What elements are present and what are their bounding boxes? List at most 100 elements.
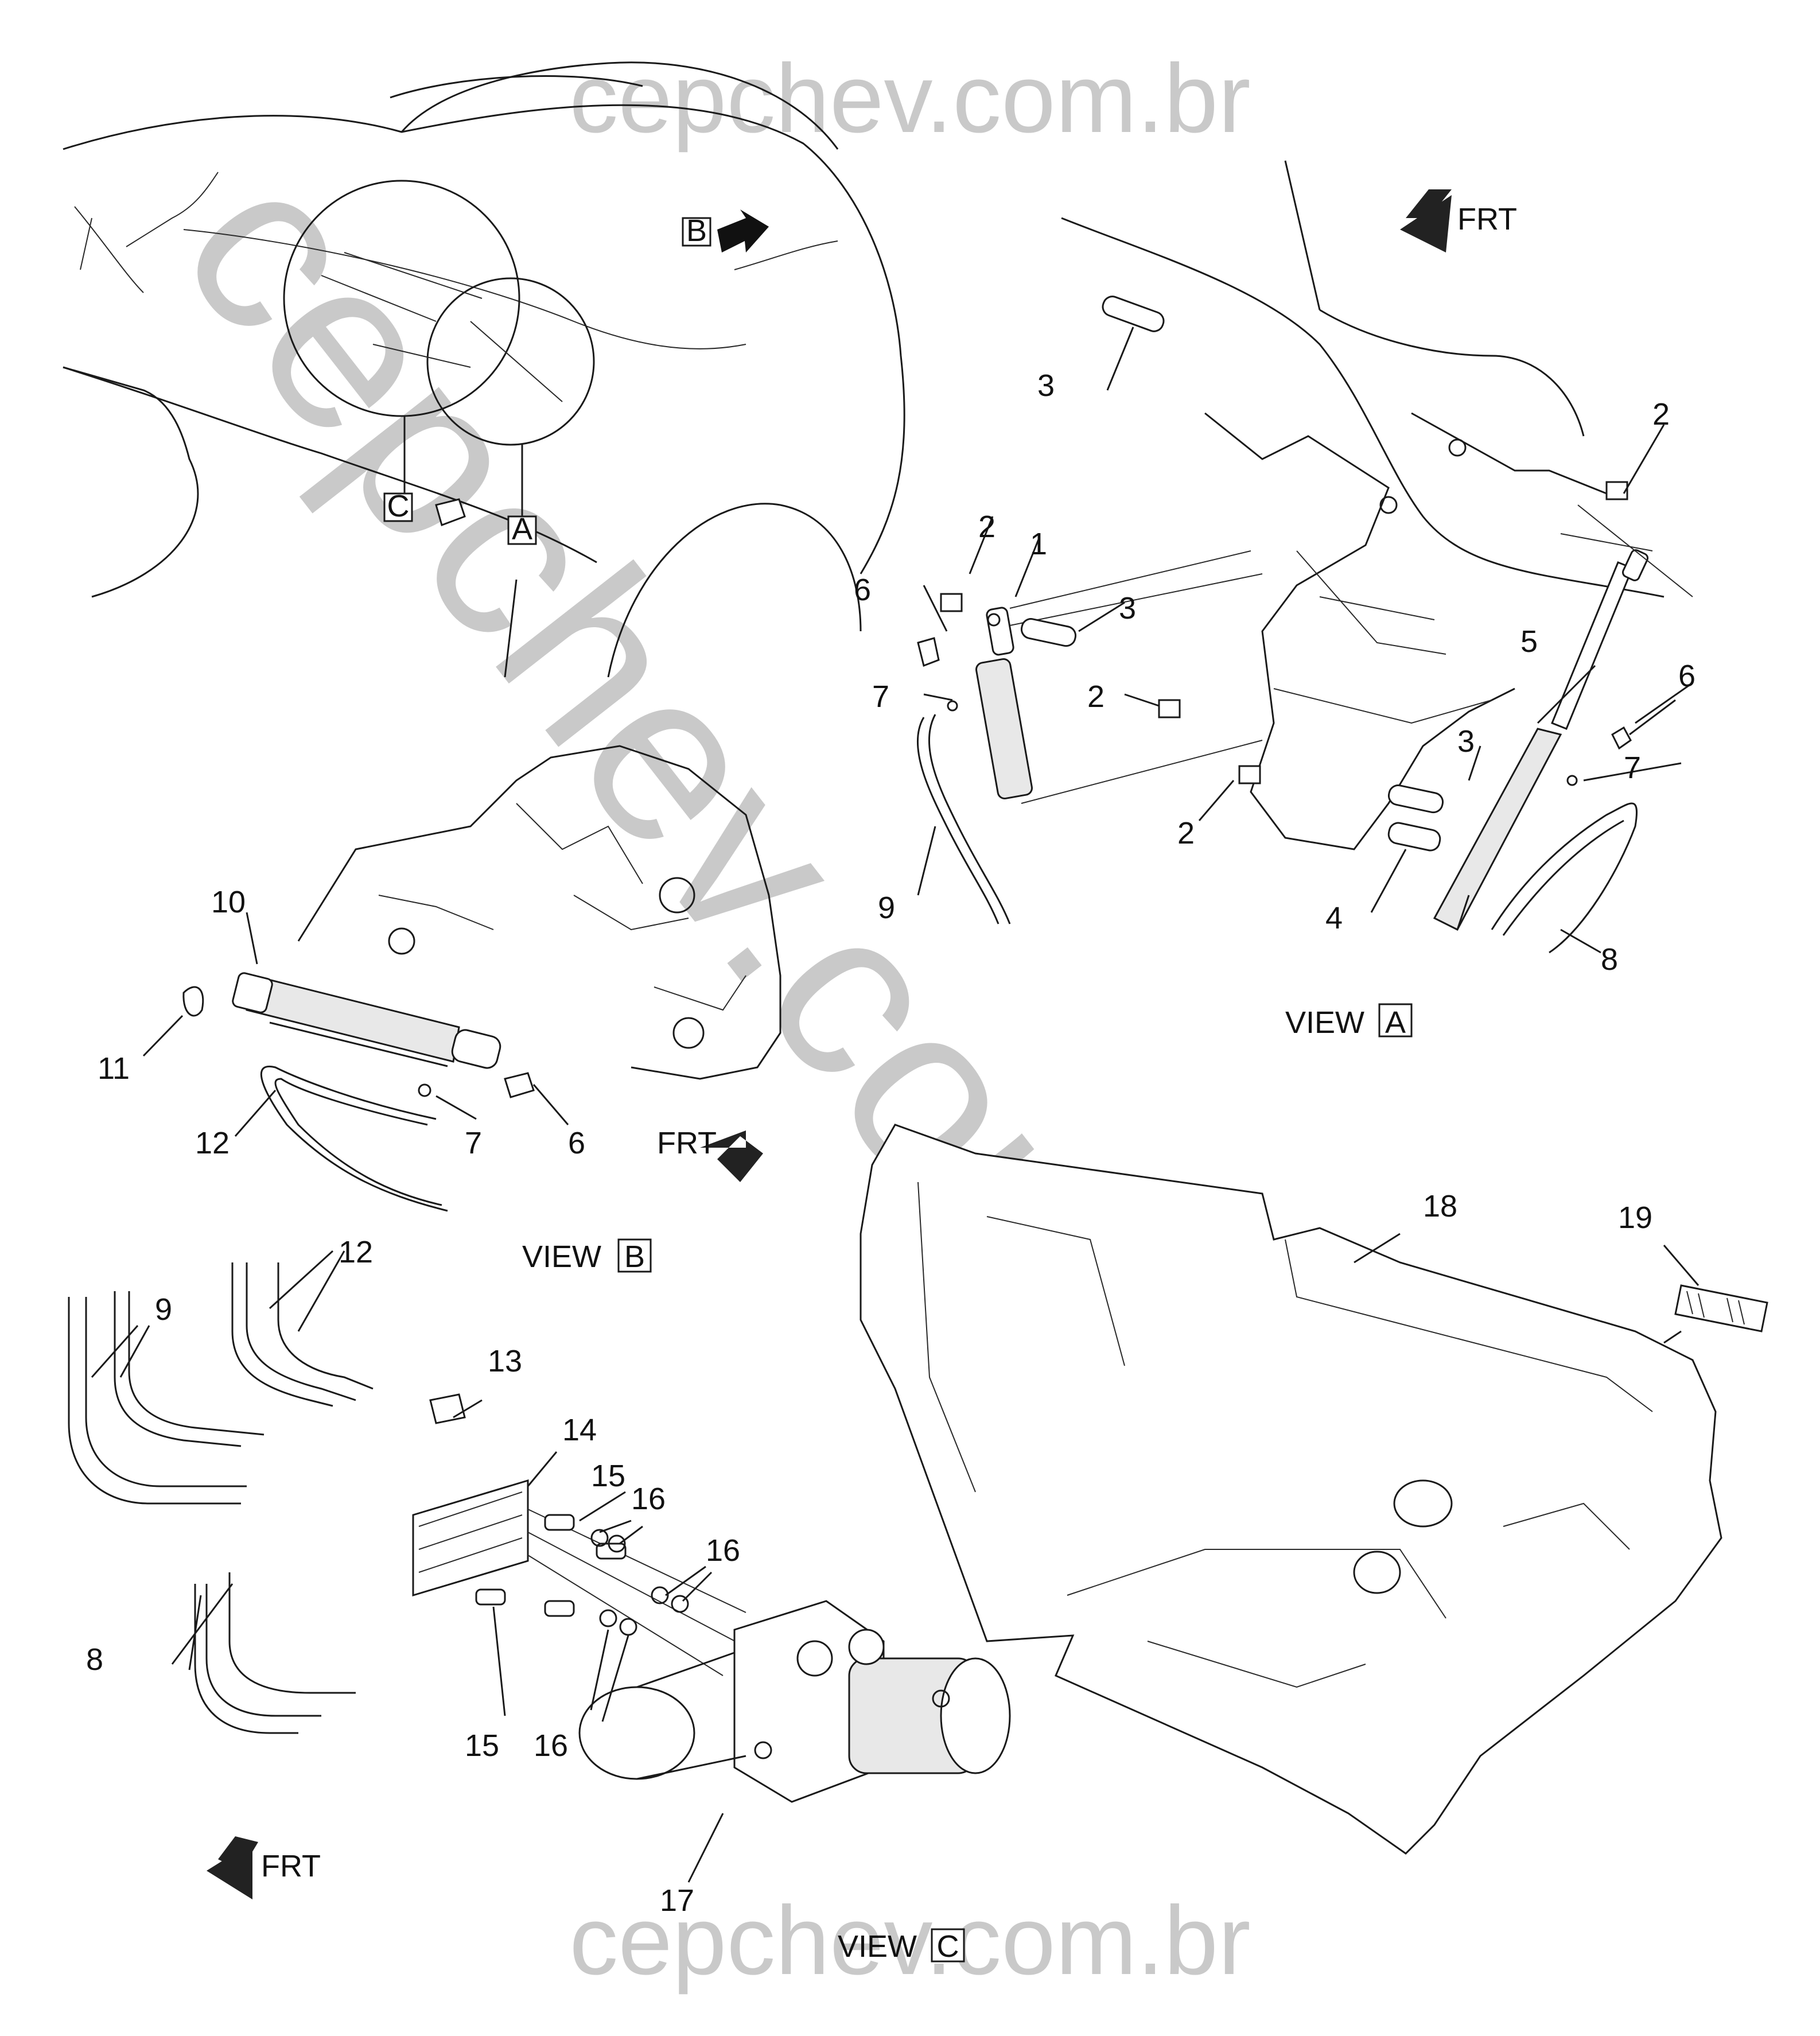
side-glass — [63, 366, 199, 598]
clip-2-b — [1158, 699, 1181, 718]
view-b-leaders — [142, 912, 569, 1137]
callout-11: 11 — [98, 1051, 130, 1086]
storage-tray-18 — [860, 1124, 1722, 1855]
detail-ref-b-box — [682, 217, 711, 247]
callout-13: 13 — [488, 1344, 522, 1378]
detail-ref-b: B — [686, 213, 707, 248]
clip-2-a — [940, 593, 963, 612]
manifold-block-14 — [412, 1479, 529, 1597]
tube-8-a — [194, 1584, 298, 1734]
tube-9-a — [68, 1297, 241, 1505]
watermark-bottom: cepchev.com.br — [569, 1886, 1250, 1995]
tube-8-c — [228, 1572, 356, 1694]
callout-2-a: 2 — [978, 510, 995, 544]
hydraulic-cylinder-1 — [975, 607, 1033, 799]
wheel-arch — [607, 503, 862, 678]
callout-3-b: 3 — [1119, 591, 1136, 625]
detail-ref-c: C — [387, 489, 410, 523]
callout-12-b: 12 — [339, 1235, 373, 1269]
fitting-15-a — [544, 1514, 575, 1531]
hinge-pivot — [1448, 438, 1467, 457]
frt-label-a: FRT — [1457, 202, 1517, 236]
view-c-letter: C — [937, 1929, 959, 1964]
frame-b-outline — [297, 745, 781, 1080]
callout-10: 10 — [211, 885, 246, 919]
callout-2-d: 2 — [1652, 397, 1670, 432]
callout-14: 14 — [562, 1413, 597, 1447]
tray-ribs — [917, 1182, 1653, 1688]
frt-arrow-view-c: FRT — [207, 1836, 321, 1899]
hinge-link — [1411, 412, 1607, 495]
connector-19-pins — [1686, 1291, 1745, 1325]
frame-b-pivot-2 — [672, 1017, 705, 1049]
callout-3-c: 3 — [1457, 724, 1475, 759]
view-b-prefix: VIEW — [522, 1240, 601, 1274]
connector-19 — [1674, 1284, 1768, 1332]
manifold-ports — [418, 1491, 523, 1573]
callout-1: 1 — [1030, 527, 1047, 561]
spoiler-outline — [390, 75, 643, 99]
view-b-letter-box — [617, 1238, 652, 1273]
pin-3-upper — [1102, 296, 1165, 332]
view-c: FRT 9 12 8 13 14 15 16 16 15 16 17 18 19… — [68, 1124, 1768, 1964]
hose-9-outer — [916, 717, 1000, 924]
tube-9-d — [128, 1291, 265, 1436]
view-c-prefix: VIEW — [838, 1929, 917, 1964]
vehicle-overview: C A B — [63, 61, 905, 678]
seal-11 — [182, 986, 204, 1017]
detail-ref-a: A — [512, 512, 532, 546]
view-b-direction-arrow — [717, 209, 769, 252]
frame-upper — [1061, 217, 1665, 598]
callout-6-b: 6 — [1678, 659, 1695, 693]
callout-19: 19 — [1618, 1200, 1652, 1235]
tube-12-a — [231, 1262, 333, 1407]
tube-12-b — [246, 1262, 356, 1401]
frt-arrow-view-a: FRT — [1400, 189, 1517, 252]
harness-run — [183, 229, 746, 349]
hose-12-b — [274, 1078, 442, 1206]
seal-16-e — [599, 1609, 617, 1627]
seal-7-a — [947, 700, 958, 712]
tube-9-c — [114, 1291, 242, 1447]
seal-16-f — [619, 1618, 637, 1636]
callout-15-b: 15 — [465, 1728, 499, 1763]
frt-arrow-view-b: FRT — [657, 1126, 763, 1182]
view-a-letter: A — [1385, 1005, 1406, 1040]
left-harness — [74, 172, 219, 293]
view-a-letter-box — [1378, 1003, 1413, 1038]
tube-8-b — [205, 1584, 321, 1717]
callout-17: 17 — [660, 1883, 694, 1918]
callout-16-a: 16 — [631, 1482, 666, 1516]
view-a: FRT — [854, 160, 1695, 1040]
frame-body — [1204, 412, 1515, 850]
hose-9-inner — [928, 714, 1011, 924]
retainer-6-a — [917, 637, 940, 667]
callout-16-c: 16 — [534, 1728, 568, 1763]
view-b-letter: B — [624, 1240, 645, 1274]
fitting-15-d — [544, 1600, 575, 1617]
leader-to-view-b — [504, 579, 518, 678]
hydraulic-pump-17 — [578, 1600, 1011, 1803]
fitting-15-c — [475, 1588, 506, 1606]
hose-8-outer — [1491, 802, 1638, 954]
hose-12-a — [260, 1066, 448, 1212]
callout-12-a: 12 — [195, 1126, 230, 1160]
pin-3-mid — [1020, 618, 1077, 647]
view-c-letter-box — [931, 1928, 965, 1963]
seal-16-c — [651, 1586, 669, 1604]
cylinder-5-projection-lines — [1560, 504, 1693, 597]
callout-18: 18 — [1423, 1189, 1457, 1223]
callout-8-a: 8 — [1601, 942, 1618, 977]
cylinder-1-projection-lines — [1009, 550, 1263, 804]
frt-label-c: FRT — [261, 1849, 321, 1883]
clip-2-d — [1605, 481, 1628, 500]
seal-7-b — [1566, 775, 1578, 786]
fitting-15-b — [596, 1542, 627, 1560]
pin-4 — [1387, 822, 1441, 852]
hose-8-inner — [1502, 819, 1624, 936]
detail-ref-a-box — [507, 515, 537, 545]
callout-7-b: 7 — [1624, 751, 1641, 785]
callout-2-b: 2 — [1087, 679, 1105, 714]
view-a-leaders — [917, 327, 1693, 954]
